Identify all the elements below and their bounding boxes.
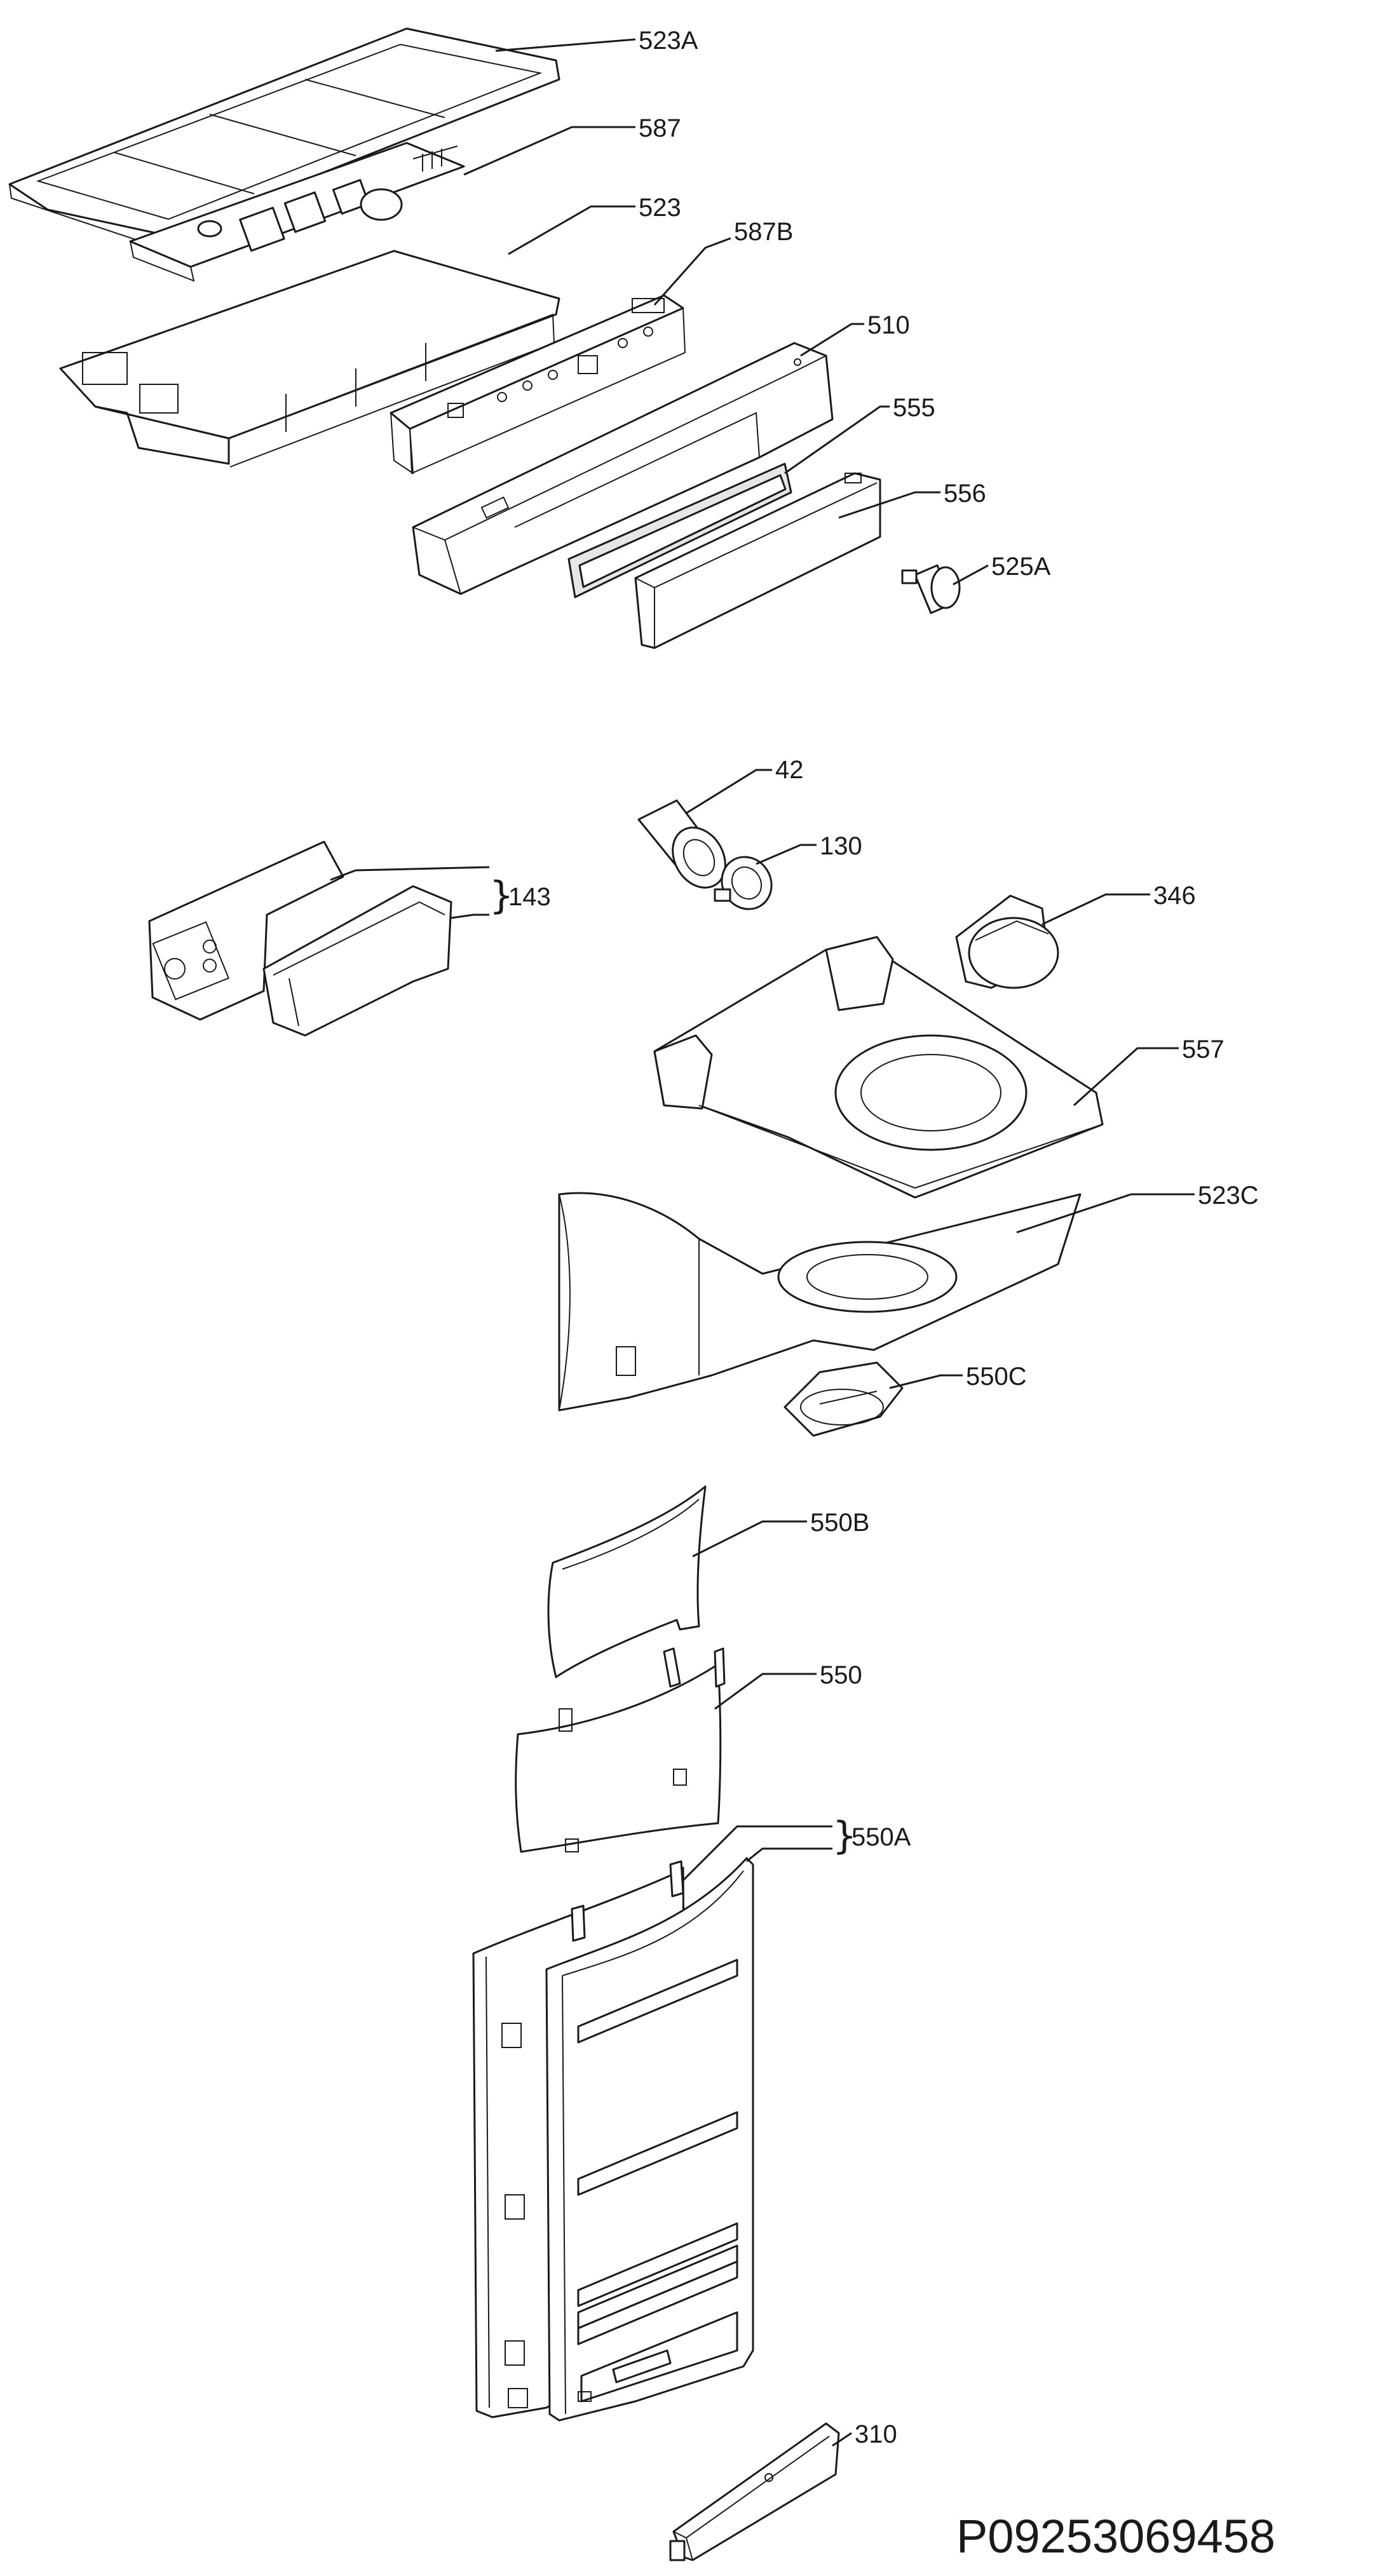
- svg-text:}: }: [832, 1814, 857, 1858]
- callout-557: 557: [1073, 1035, 1224, 1107]
- part-310-drawing: [669, 2422, 840, 2561]
- part-510-drawing: [412, 342, 834, 595]
- callout-label-523a: 523A: [639, 27, 698, 55]
- callout-label-346: 346: [1153, 882, 1196, 910]
- callout-label-550a: 550A: [851, 1823, 911, 1851]
- callout-label-525a: 525A: [991, 553, 1051, 581]
- callout-550c: 550C: [889, 1363, 1027, 1391]
- callout-label-523: 523: [639, 194, 681, 222]
- callout-525a: 525A: [953, 553, 1051, 586]
- callout-label-130: 130: [820, 832, 862, 860]
- part-523c-drawing: [558, 1192, 1082, 1412]
- callout-label-556: 556: [944, 480, 986, 508]
- callout-143: } 143: [330, 866, 551, 919]
- callout-label-510: 510: [867, 311, 910, 339]
- callout-130: 130: [756, 832, 862, 865]
- part-130-drawing: [714, 856, 773, 910]
- part-143-drawing: [148, 840, 452, 1037]
- callout-label-550: 550: [820, 1661, 862, 1689]
- callout-label-550c: 550C: [966, 1363, 1027, 1391]
- part-587b-drawing: [390, 294, 686, 475]
- callout-label-42: 42: [775, 756, 804, 784]
- callout-523c: 523C: [1016, 1182, 1259, 1234]
- part-346-drawing: [955, 894, 1059, 989]
- callout-587: 587: [463, 114, 681, 176]
- part-42-drawing: [637, 799, 726, 889]
- part-525a-drawing: [901, 564, 961, 614]
- callout-510: 510: [800, 311, 910, 357]
- document-number: P09253069458: [956, 2510, 1276, 2563]
- svg-text:}: }: [489, 873, 513, 918]
- callout-label-310: 310: [855, 2420, 897, 2448]
- part-555-drawing: [567, 462, 792, 598]
- part-556-drawing: [634, 472, 881, 649]
- part-587-drawing: [129, 142, 465, 282]
- part-523-drawing: [59, 250, 560, 468]
- callout-label-555: 555: [893, 394, 935, 422]
- part-550a-drawing: [472, 1857, 754, 2422]
- callout-310: 310: [832, 2420, 897, 2448]
- callout-523a: 523A: [495, 27, 698, 55]
- callout-label-587: 587: [639, 114, 681, 142]
- callout-label-143: 143: [508, 883, 551, 911]
- callout-587b: 587B: [653, 218, 793, 306]
- part-557-drawing: [653, 936, 1104, 1199]
- callout-550a: } 550A: [682, 1814, 911, 1882]
- part-550b-drawing: [547, 1485, 707, 1678]
- callout-label-557: 557: [1182, 1035, 1224, 1063]
- callout-555: 555: [784, 394, 935, 475]
- callout-550: 550: [714, 1661, 862, 1710]
- callout-523: 523: [508, 194, 681, 255]
- callout-550b: 550B: [692, 1509, 869, 1558]
- callout-42: 42: [686, 756, 804, 814]
- callout-label-550b: 550B: [810, 1509, 869, 1537]
- callout-label-587b: 587B: [734, 218, 793, 246]
- part-523a-drawing: [8, 27, 560, 250]
- callout-label-523c: 523C: [1198, 1182, 1259, 1210]
- callout-556: 556: [838, 480, 986, 519]
- part-550-drawing: [515, 1647, 726, 1853]
- callout-346: 346: [1041, 882, 1196, 926]
- part-550c-drawing: [783, 1361, 904, 1437]
